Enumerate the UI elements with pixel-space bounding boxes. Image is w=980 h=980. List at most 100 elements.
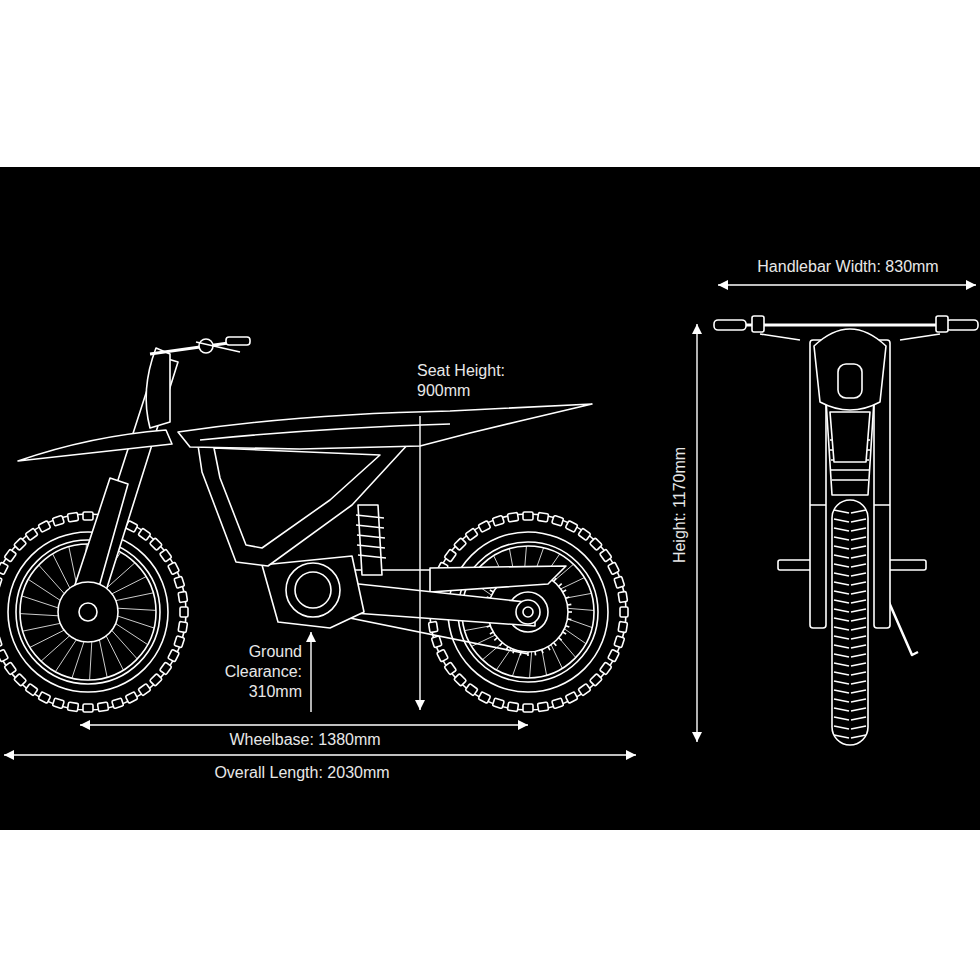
tire-knobs bbox=[14, 674, 27, 687]
tire-knobs bbox=[428, 621, 437, 632]
swingarm bbox=[430, 566, 566, 592]
rear-sprocket bbox=[548, 647, 550, 650]
tire-knobs bbox=[159, 549, 171, 562]
front-fender bbox=[18, 430, 172, 461]
tread bbox=[851, 663, 866, 666]
swingarm bbox=[340, 582, 535, 626]
tire-knobs bbox=[83, 512, 93, 520]
handlebar bbox=[150, 337, 250, 354]
tread bbox=[851, 537, 866, 540]
front-tire bbox=[832, 500, 868, 745]
handlebar bbox=[760, 334, 940, 340]
tire-knobs bbox=[599, 662, 611, 675]
dimension-lines bbox=[4, 285, 976, 755]
tire-knobs bbox=[465, 528, 478, 540]
wheelbase-line bbox=[80, 724, 528, 725]
rear-sprocket bbox=[490, 590, 493, 592]
height-line bbox=[696, 324, 697, 742]
tread bbox=[834, 735, 849, 738]
tread bbox=[834, 618, 849, 621]
tire-knobs bbox=[552, 515, 564, 526]
handlebar bbox=[714, 320, 746, 330]
handlebar bbox=[745, 324, 955, 327]
tire-knobs bbox=[523, 512, 533, 520]
overall-length-line bbox=[4, 754, 636, 755]
tire-knobs bbox=[537, 512, 548, 521]
tire-knobs bbox=[618, 591, 627, 602]
rear-sprocket bbox=[563, 632, 566, 634]
rear-sprocket bbox=[566, 626, 570, 627]
front-view-bike bbox=[714, 316, 978, 745]
tread bbox=[834, 690, 849, 693]
tire-knobs bbox=[180, 607, 188, 617]
tire-knobs bbox=[125, 692, 138, 704]
tire-knobs bbox=[25, 683, 38, 695]
tread bbox=[834, 519, 849, 522]
front-fork bbox=[79, 603, 97, 621]
tire-knobs bbox=[590, 538, 603, 551]
handlebar bbox=[714, 316, 978, 340]
tread bbox=[834, 591, 849, 594]
radiator bbox=[826, 400, 874, 495]
seat-height-line bbox=[419, 416, 420, 710]
tread bbox=[834, 699, 849, 702]
number-plate bbox=[814, 329, 886, 410]
dark-band bbox=[0, 167, 980, 830]
tread bbox=[851, 564, 866, 567]
handlebar bbox=[946, 320, 978, 330]
tire-knobs bbox=[38, 692, 51, 704]
tire-knobs bbox=[52, 515, 64, 526]
tire-knobs bbox=[4, 549, 16, 562]
side-view-bike bbox=[0, 337, 628, 712]
tire-knobs bbox=[444, 549, 456, 562]
tire-knobs bbox=[168, 649, 180, 662]
tread bbox=[851, 519, 866, 522]
seat-and-fender bbox=[200, 424, 450, 440]
tread bbox=[851, 528, 866, 531]
tread bbox=[851, 573, 866, 576]
seat-and-fender bbox=[178, 404, 592, 449]
tread bbox=[851, 690, 866, 693]
rear-sprocket bbox=[542, 650, 543, 654]
tire-knobs bbox=[590, 674, 603, 687]
tire-knobs bbox=[178, 591, 187, 602]
handlebar bbox=[936, 316, 948, 332]
dimension-label: Overall Length: 2030mm bbox=[214, 763, 389, 783]
rear-sprocket bbox=[490, 632, 493, 634]
handlebar bbox=[752, 316, 764, 332]
tread bbox=[851, 672, 866, 675]
rear-sprocket bbox=[487, 626, 491, 627]
tread bbox=[851, 699, 866, 702]
number-plate bbox=[146, 348, 170, 428]
rear-shock bbox=[356, 515, 386, 558]
fork-tubes bbox=[810, 504, 890, 506]
tire-knobs bbox=[0, 576, 2, 588]
rear-sprocket bbox=[534, 651, 536, 655]
tread bbox=[834, 555, 849, 558]
tire-knobs bbox=[159, 662, 171, 675]
tire-knobs bbox=[4, 662, 16, 675]
tread bbox=[834, 537, 849, 540]
tire-knobs bbox=[537, 702, 548, 711]
tire-knobs bbox=[454, 538, 467, 551]
tire-knobs bbox=[507, 512, 518, 521]
tire-knobs bbox=[67, 702, 78, 711]
swingarm bbox=[523, 607, 533, 617]
kickstand bbox=[888, 600, 918, 655]
tire-knobs bbox=[492, 515, 504, 526]
tread bbox=[834, 654, 849, 657]
tread bbox=[834, 573, 849, 576]
tread bbox=[834, 663, 849, 666]
front-fender bbox=[830, 412, 870, 462]
rear-sprocket bbox=[559, 584, 562, 587]
rear-sprocket bbox=[566, 597, 570, 598]
tread bbox=[851, 681, 866, 684]
tire-knobs bbox=[620, 607, 628, 617]
front-fork bbox=[58, 582, 118, 642]
tire-knobs bbox=[565, 521, 578, 533]
tread bbox=[834, 609, 849, 612]
tread bbox=[834, 717, 849, 720]
tire-knobs bbox=[83, 704, 93, 712]
tread bbox=[851, 654, 866, 657]
handlebar-width-line bbox=[718, 284, 976, 285]
